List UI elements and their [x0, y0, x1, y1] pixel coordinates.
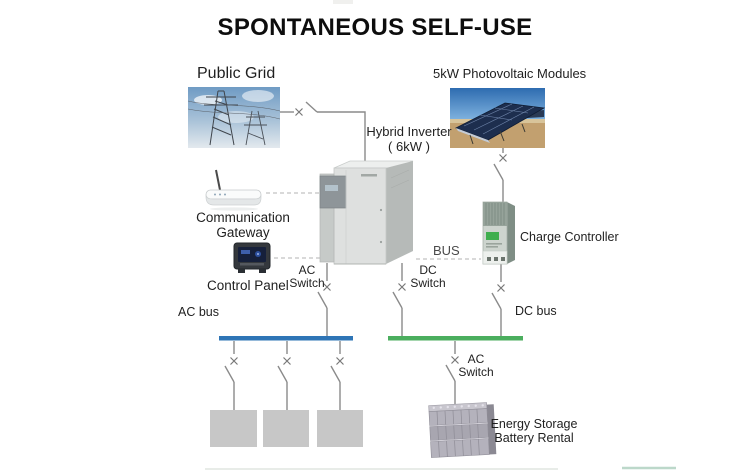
- load-block: [210, 410, 257, 447]
- dc-bus-bar: [388, 336, 523, 341]
- load-blocks: [210, 410, 363, 447]
- battery-photo: [422, 396, 498, 464]
- bottom-rule: [205, 0, 676, 470]
- tower-icon: [244, 110, 267, 146]
- panel-screen: [238, 247, 266, 262]
- controller-label-icon: [486, 232, 499, 240]
- inverter-photo: [317, 158, 417, 270]
- load-block: [317, 410, 363, 447]
- public-grid-photo: [188, 87, 280, 148]
- dashed-links: [266, 192, 481, 260]
- router-photo: [202, 168, 266, 212]
- control-panel-photo: [231, 242, 273, 276]
- charge-controller-photo: [479, 198, 519, 268]
- load-block: [263, 410, 309, 447]
- wires: [224, 101, 504, 411]
- inverter-display-panel: [319, 175, 347, 209]
- switch-x-marks: [230, 108, 507, 365]
- ac-bus-bar: [219, 336, 353, 341]
- antenna-icon: [215, 169, 221, 191]
- pv-modules-photo: [450, 88, 545, 148]
